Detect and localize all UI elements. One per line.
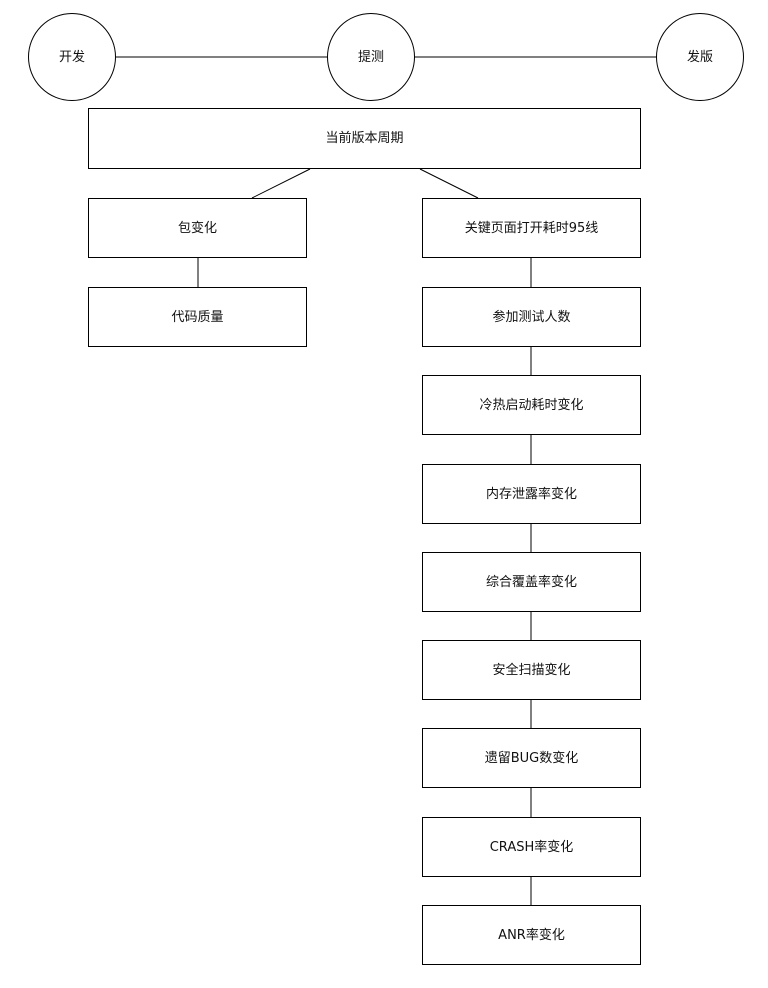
- security-scan-box: 安全扫描变化: [422, 640, 641, 700]
- startup-time-box: 冷热启动耗时变化: [422, 375, 641, 435]
- page-open-time-label: 关键页面打开耗时95线: [464, 220, 599, 236]
- anr-rate-label: ANR率变化: [498, 927, 565, 943]
- security-scan-label: 安全扫描变化: [492, 662, 571, 678]
- code-quality-label: 代码质量: [171, 309, 224, 325]
- tester-count-box: 参加测试人数: [422, 287, 641, 347]
- memory-leak-box: 内存泄露率变化: [422, 464, 641, 524]
- phase-dev-label: 开发: [58, 49, 85, 65]
- coverage-label: 综合覆盖率变化: [485, 574, 577, 590]
- tester-count-label: 参加测试人数: [492, 309, 571, 325]
- branch-line-right: [419, 168, 479, 199]
- release-cycle-label: 当前版本周期: [325, 131, 404, 146]
- crash-rate-label: CRASH率变化: [489, 839, 574, 855]
- phase-test-label: 提测: [357, 49, 384, 65]
- release-cycle-box: 当前版本周期: [88, 108, 641, 169]
- remaining-bugs-box: 遗留BUG数变化: [422, 728, 641, 788]
- branch-line-left: [251, 168, 311, 199]
- startup-time-label: 冷热启动耗时变化: [479, 397, 584, 413]
- crash-rate-box: CRASH率变化: [422, 817, 641, 877]
- coverage-box: 综合覆盖率变化: [422, 552, 641, 612]
- anr-rate-box: ANR率变化: [422, 905, 641, 965]
- memory-leak-label: 内存泄露率变化: [485, 486, 577, 502]
- package-change-box: 包变化: [88, 198, 307, 258]
- phase-release-label: 发版: [686, 49, 713, 65]
- phase-dev-node: 开发: [28, 13, 116, 101]
- phase-test-node: 提测: [327, 13, 415, 101]
- remaining-bugs-label: 遗留BUG数变化: [484, 750, 579, 766]
- package-change-label: 包变化: [177, 220, 217, 236]
- code-quality-box: 代码质量: [88, 287, 307, 347]
- phase-release-node: 发版: [656, 13, 744, 101]
- page-open-time-box: 关键页面打开耗时95线: [422, 198, 641, 258]
